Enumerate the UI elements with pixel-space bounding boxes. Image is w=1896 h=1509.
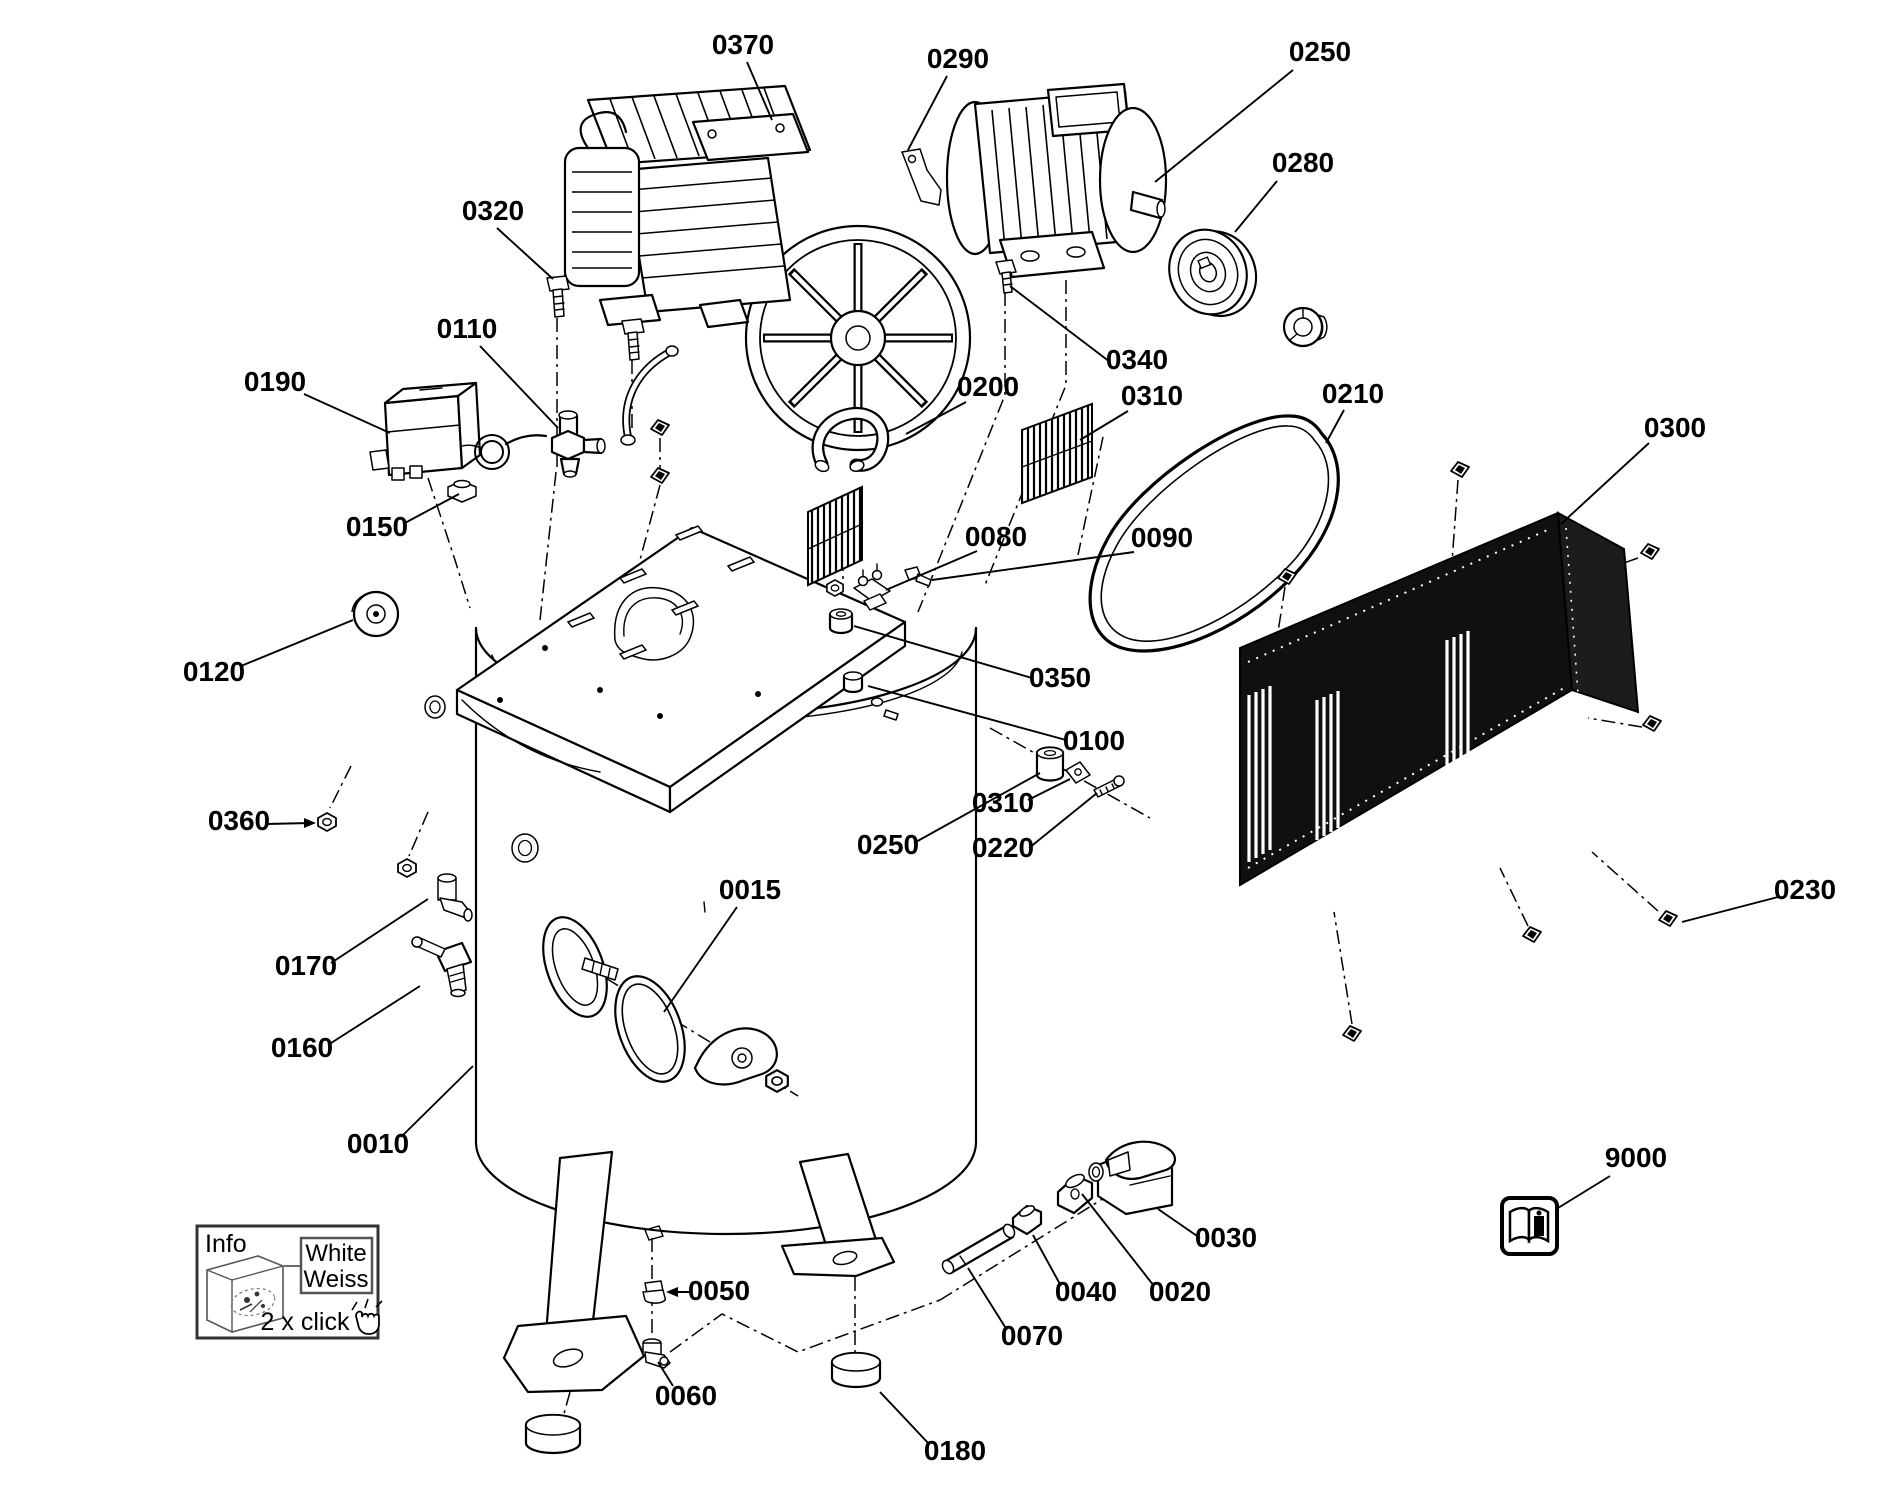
part-0310-grille-left-drawing[interactable] bbox=[807, 485, 863, 587]
part-0210-belt-drawing[interactable] bbox=[1088, 414, 1340, 653]
taper-bush-drawing[interactable] bbox=[1282, 306, 1328, 348]
part-0040-fitting-drawing[interactable] bbox=[1011, 1204, 1043, 1236]
info-legend-box: Info White Weiss 2 x click bbox=[195, 1224, 383, 1340]
callout-0160[interactable]: 0160 bbox=[271, 1032, 333, 1063]
part-0300-belt-guard-drawing[interactable] bbox=[1239, 511, 1640, 887]
part-0080-mount-drawing[interactable] bbox=[826, 563, 891, 611]
part-0110-check-valve-drawing[interactable] bbox=[550, 410, 606, 478]
callout-0120[interactable]: 0120 bbox=[183, 656, 245, 687]
callout-0150[interactable]: 0150 bbox=[346, 511, 408, 542]
callout-0310-grille[interactable]: 0310 bbox=[1121, 380, 1183, 411]
color-swatch-box bbox=[299, 1236, 374, 1295]
part-0310-grille-right-drawing[interactable] bbox=[1021, 402, 1093, 505]
part-0280-pulley-drawing[interactable] bbox=[1157, 215, 1269, 331]
callout-0090[interactable]: 0090 bbox=[1131, 522, 1193, 553]
part-0010-tank-drawing[interactable] bbox=[424, 626, 978, 1455]
callout-0200[interactable]: 0200 bbox=[957, 371, 1019, 402]
callout-9000[interactable]: 9000 bbox=[1605, 1142, 1667, 1173]
part-0120-wheel-drawing[interactable] bbox=[351, 590, 400, 638]
callout-0250-spacer[interactable]: 0250 bbox=[857, 829, 919, 860]
callout-0050[interactable]: 0050 bbox=[688, 1275, 750, 1306]
part-0320-bolt-drawing[interactable] bbox=[546, 275, 645, 361]
part-0290-bracket-drawing[interactable] bbox=[901, 148, 942, 206]
part-0150-fitting-drawing[interactable] bbox=[447, 479, 477, 503]
part-0350-bushing-drawing[interactable] bbox=[828, 608, 854, 635]
callout-0290[interactable]: 0290 bbox=[927, 43, 989, 74]
callout-0250-motor[interactable]: 0250 bbox=[1289, 36, 1351, 67]
callout-0110[interactable]: 0110 bbox=[437, 313, 498, 344]
part-0030-outlet-valve-drawing[interactable] bbox=[1088, 1140, 1176, 1216]
callout-0020[interactable]: 0020 bbox=[1149, 1276, 1211, 1307]
color-name-de: Weiss bbox=[304, 1266, 369, 1293]
callout-0310-clip[interactable]: 0310 bbox=[972, 787, 1034, 818]
color-name-en: White bbox=[305, 1240, 366, 1267]
part-0340-bolt-drawing[interactable] bbox=[995, 259, 1017, 294]
part-0190-pressure-switch-drawing[interactable] bbox=[369, 381, 548, 481]
part-0370-pump-drawing[interactable] bbox=[563, 84, 972, 452]
part-0070-pipe-drawing[interactable] bbox=[940, 1222, 1017, 1275]
callout-0180[interactable]: 0180 bbox=[924, 1435, 986, 1466]
info-action-hint: 2 x click bbox=[261, 1308, 350, 1336]
mini-parts-box-icon bbox=[206, 1255, 284, 1333]
callout-0040[interactable]: 0040 bbox=[1055, 1276, 1117, 1307]
callout-0350[interactable]: 0350 bbox=[1029, 662, 1091, 693]
part-0020-coupler-drawing[interactable] bbox=[1056, 1172, 1094, 1215]
part-0170-elbow-drawing[interactable] bbox=[437, 873, 473, 922]
baseplate-drawing bbox=[455, 525, 907, 814]
part-0060-elbow-drawing[interactable] bbox=[642, 1338, 671, 1369]
callout-0280[interactable]: 0280 bbox=[1272, 147, 1334, 178]
part-0250-motor-drawing[interactable] bbox=[945, 82, 1168, 279]
part-0100-bushing-drawing[interactable] bbox=[842, 671, 899, 721]
part-0015-manhole-cover-drawing[interactable] bbox=[531, 909, 789, 1093]
callout-0340[interactable]: 0340 bbox=[1106, 344, 1168, 375]
part-0310-clip-drawing[interactable] bbox=[1065, 761, 1091, 784]
callout-leader-lines bbox=[240, 61, 1779, 1445]
part-0360-nut-drawing[interactable] bbox=[317, 812, 417, 878]
callout-0210[interactable]: 0210 bbox=[1322, 378, 1384, 409]
manual-book-icon[interactable] bbox=[1500, 1196, 1559, 1256]
callout-0190[interactable]: 0190 bbox=[244, 366, 306, 397]
callout-0070[interactable]: 0070 bbox=[1001, 1320, 1063, 1351]
callout-0015[interactable]: 0015 bbox=[719, 874, 781, 905]
callout-0360[interactable]: 0360 bbox=[208, 805, 270, 836]
callout-0030[interactable]: 0030 bbox=[1195, 1222, 1257, 1253]
part-0200-hose-drawing[interactable] bbox=[811, 406, 890, 473]
callout-0230[interactable]: 0230 bbox=[1774, 874, 1836, 905]
callout-0320[interactable]: 0320 bbox=[462, 195, 524, 226]
callout-0060[interactable]: 0060 bbox=[655, 1380, 717, 1411]
part-0180-foot-cap-drawing[interactable] bbox=[830, 1351, 882, 1389]
callout-0220[interactable]: 0220 bbox=[972, 832, 1034, 863]
callout-0300[interactable]: 0300 bbox=[1644, 412, 1706, 443]
part-0220-screw-drawing[interactable] bbox=[1093, 775, 1125, 798]
part-0050-plug-drawing[interactable] bbox=[642, 1280, 667, 1304]
part-0160-drain-valve-drawing[interactable] bbox=[411, 936, 473, 998]
callout-0170[interactable]: 0170 bbox=[275, 950, 337, 981]
hand-click-icon bbox=[351, 1298, 383, 1335]
info-title: Info bbox=[205, 1230, 247, 1258]
part-0250-spacer-drawing[interactable] bbox=[1035, 746, 1065, 782]
callout-0100[interactable]: 0100 bbox=[1063, 725, 1125, 756]
callout-0370[interactable]: 0370 bbox=[712, 29, 774, 60]
callout-0080[interactable]: 0080 bbox=[965, 521, 1027, 552]
callout-0010[interactable]: 0010 bbox=[347, 1128, 409, 1159]
